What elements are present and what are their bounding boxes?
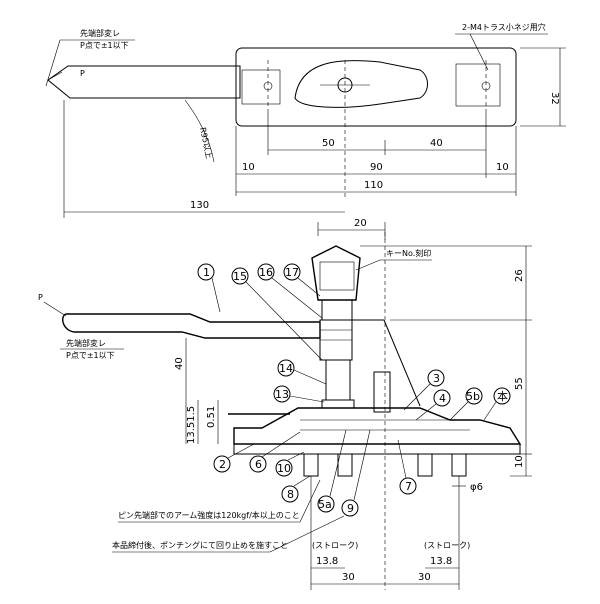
dim-10-side: 10 (514, 455, 525, 468)
callout-5a: 5a (318, 498, 332, 511)
callout-14: 14 (279, 362, 293, 375)
pin-1 (303, 453, 319, 477)
shaft (325, 359, 351, 401)
top-point-label: P (80, 69, 85, 78)
callout-10: 10 (277, 462, 291, 475)
dim-90: 90 (370, 162, 383, 173)
stroke-left: (ストローク) (312, 541, 358, 550)
curve-label: R95以上 (198, 127, 213, 160)
key-grip (319, 261, 355, 291)
key-head (311, 245, 361, 301)
callout-2: 2 (219, 458, 226, 471)
side-point-label: P (38, 293, 43, 302)
callout-17: 17 (285, 266, 299, 279)
note-strength: ピン先端部でのアーム強度は120kgf/本以上のこと (118, 510, 300, 520)
dim-30-right: 30 (418, 572, 431, 583)
dim-130: 130 (190, 200, 209, 211)
callouts: 1 15 16 17 14 13 3 4 5b 本 2 6 10 (197, 263, 511, 517)
dim-40-side: 40 (174, 357, 185, 370)
callout-15: 15 (233, 270, 247, 283)
screw-hole-note: 2-M4トラス小ネジ用穴 (462, 22, 546, 32)
top-view: P 先端部変レ P点で±1以下 2-M4トラス小ネジ用穴 R95以上 50 32… (45, 22, 566, 218)
callout-3: 3 (433, 372, 440, 385)
note-punch: 本品締付後、ポンチングにて回り止めを施すこと (112, 540, 288, 550)
callout-7: 7 (405, 480, 412, 493)
base-bottom (233, 443, 521, 455)
cam-top (294, 60, 428, 108)
dim-138-left: 13.8 (316, 556, 338, 567)
dim-051: 0.51 (206, 406, 217, 428)
dim-55: 55 (514, 377, 525, 390)
dim-40: 40 (430, 138, 443, 149)
pin-3 (417, 453, 433, 477)
dim-10-right: 10 (496, 162, 509, 173)
side-tip-note-1: 先端部変レ (66, 338, 106, 348)
top-tip-note-2: P点で±1以下 (80, 41, 129, 50)
pin-2 (337, 453, 353, 477)
callout-body: 本 (497, 389, 508, 403)
handle-arm-side (62, 313, 321, 339)
callout-4: 4 (439, 392, 446, 405)
dim-1351: 13.51.5 (186, 406, 197, 444)
callout-13: 13 (275, 388, 289, 401)
dim-phi6: φ6 (470, 482, 483, 493)
side-tip-note-2: P点で±1以下 (66, 351, 115, 360)
latch-body-top (235, 47, 517, 127)
callout-6: 6 (255, 458, 262, 471)
callout-1: 1 (203, 266, 210, 279)
dim-30-left: 30 (342, 572, 355, 583)
key-note: キーNo.刻印 (386, 248, 431, 258)
dim-50: 50 (322, 138, 335, 149)
dim-138-right: 13.8 (430, 556, 452, 567)
handle-arm-top (47, 65, 241, 99)
callout-16: 16 (259, 266, 273, 279)
callout-9: 9 (347, 502, 354, 515)
top-tip-note-1: 先端部変レ (80, 28, 120, 38)
side-view: 20 キーNo.刻印 P 先端部変レ P点で±1以下 (38, 218, 532, 590)
callout-5b: 5b (466, 390, 480, 403)
dim-32: 32 (549, 92, 560, 105)
dim-10-left: 10 (242, 162, 255, 173)
pin-4 (451, 453, 467, 477)
dim-110: 110 (364, 180, 383, 191)
dim-26: 26 (514, 269, 525, 282)
callout-8: 8 (287, 488, 294, 501)
dim-20: 20 (354, 218, 367, 229)
stroke-right: (ストローク) (424, 541, 470, 550)
